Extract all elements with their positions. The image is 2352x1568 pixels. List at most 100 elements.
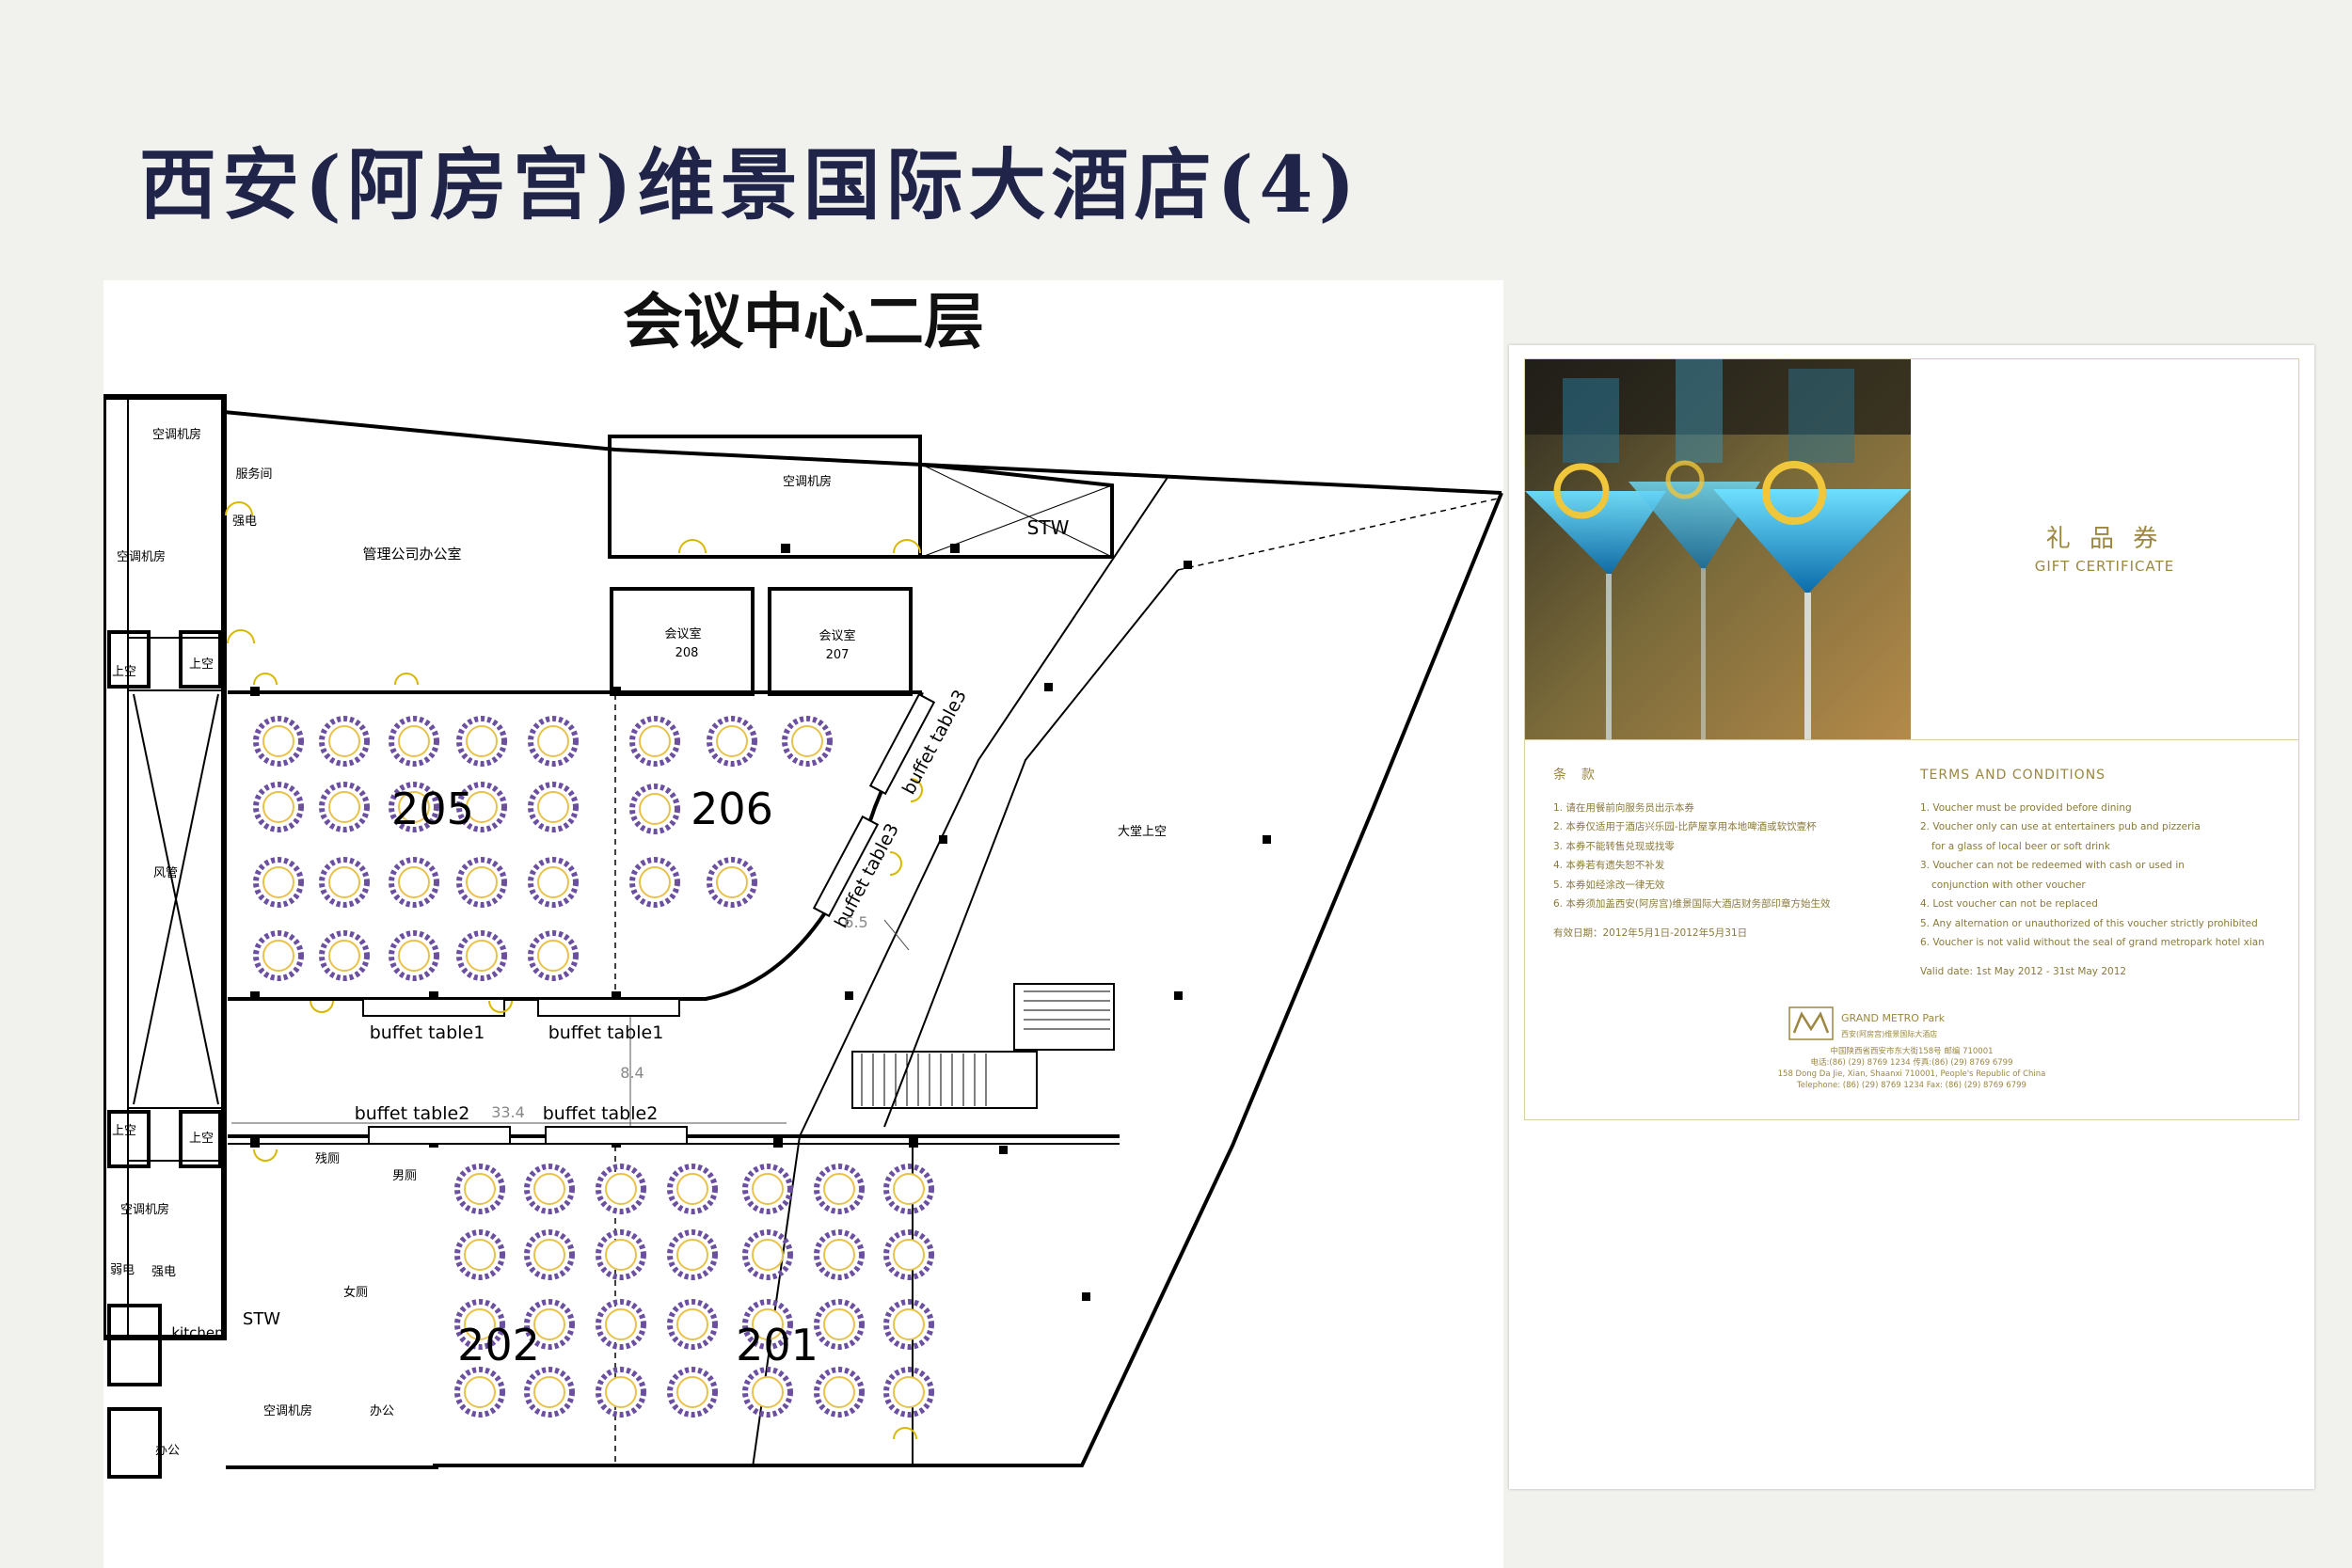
round-table [389,716,439,767]
round-table [319,857,370,908]
contact-line: Telephone: (86) (29) 8769 1234 Fax: (86)… [1797,1081,2026,1090]
valid-date-en: Valid date: 1st May 2012 - 31st May 2012 [1920,965,2127,977]
round-table [253,930,304,981]
ac-room-left: 空调机房 [117,549,166,564]
round-table [454,1367,505,1418]
terms-zh-item: 6. 本券须加盖西安(阿房宫)维景国际大酒店财务部印章方始生效 [1553,898,1831,910]
round-table [814,1164,865,1214]
room-202-label: 202 [457,1320,540,1370]
contact-line: 158 Dong Da Jie, Xian, Shaanxi 710001, P… [1777,1069,2046,1079]
hotel-contact: 中国陕西省西安市东大街158号 邮编 710001 电话:(86) (29) 8… [1525,1046,2298,1091]
meeting-room-208: 会议室 [664,626,701,641]
round-table [667,1229,718,1280]
room-201-label: 201 [736,1320,818,1370]
terms-en-item: 6. Voucher is not valid without the seal… [1920,937,2265,948]
valid-date-zh: 有效日期：2012年5月1日-2012年5月31日 [1553,927,1748,939]
round-table [389,930,439,981]
round-table [629,784,680,834]
round-table [596,1299,646,1350]
room-206-label: 206 [691,784,773,834]
kitchen-label: kitchen [171,1324,223,1341]
round-table [528,716,579,767]
floor-plan-drawing: 空调机房 服务间 强电 空调机房 管理公司办公室 空调机房 STW 会议室 20… [103,394,1503,1479]
round-table [528,930,579,981]
round-table [629,857,680,908]
room-207-number: 207 [826,648,850,662]
office-room-2: 办公 [155,1444,180,1458]
round-table [456,930,507,981]
round-table [667,1367,718,1418]
men-toilet: 男厕 [392,1169,417,1183]
terms-en-item: 5. Any alternation or unauthorized of th… [1920,917,2258,929]
terms-zh-item: 5. 本券如经涂改一律无效 [1553,879,1665,891]
terms-en-item: 4. Lost voucher can not be replaced [1920,898,2098,910]
terms-zh-column: 条 款 1. 请在用餐前向服务员出示本券 2. 本券仅适用于酒店兴乐园-比萨屋享… [1553,766,1930,942]
certificate-divider [1525,739,2298,740]
disabled-toilet: 残厕 [315,1152,340,1166]
buffet-table1-left-label: buffet table1 [370,1022,485,1043]
terms-en-column: TERMS AND CONDITIONS 1. Voucher must be … [1920,766,2287,981]
round-table [524,1229,575,1280]
round-table [389,782,439,832]
round-table [454,1229,505,1280]
round-table [528,857,579,908]
round-table [319,930,370,981]
round-table [596,1164,646,1214]
terms-zh-item: 4. 本券若有遗失恕不补发 [1553,860,1665,871]
round-table [814,1229,865,1280]
round-table [667,1164,718,1214]
buffet-table1-left [362,998,505,1017]
round-table [456,716,507,767]
round-table [524,1367,575,1418]
void-label-1: 上空 [112,665,136,679]
buffet-table2-right-label: buffet table2 [543,1103,659,1124]
buffet-table2-right [545,1126,688,1145]
round-table [742,1229,793,1280]
round-table [742,1164,793,1214]
hotel-brand-name: GRAND METRO Park [1841,1012,1946,1024]
ac-room-top: 空调机房 [783,474,832,489]
room-208-number: 208 [675,646,699,660]
round-table [524,1164,575,1214]
terms-zh-item: 3. 本券不能转售兑现或找零 [1553,840,1675,852]
ac-room-bottom: 空调机房 [263,1403,312,1418]
round-table [782,716,833,767]
buffet-table3-lower [812,815,880,918]
terms-en-item: 1. Voucher must be provided before dinin… [1920,801,2132,814]
page-title: 西安(阿房宫)维景国际大酒店(4) [139,140,1361,230]
office-room-1: 办公 [370,1404,394,1418]
stw-top: STW [1027,516,1070,539]
duct-label: 风管 [153,866,178,880]
round-table [883,1164,934,1214]
round-table [524,1299,575,1350]
round-table [596,1229,646,1280]
floor-plan-title: 会议中心二层 [623,288,984,357]
ac-room-top-left: 空调机房 [152,427,201,442]
terms-en-item: for a glass of local beer or soft drink [1931,840,2110,852]
contact-line: 中国陕西省西安市东大街158号 邮编 710001 [1830,1047,1994,1056]
certificate-title-zh: 礼 品 券 [2045,525,2164,553]
terms-en-item: 2. Voucher only can use at entertainers … [1920,821,2201,832]
women-toilet: 女厕 [343,1285,368,1300]
terms-en-heading: TERMS AND CONDITIONS [1920,768,2106,783]
buffet-table1-right [537,998,680,1017]
round-table [814,1367,865,1418]
round-table [389,857,439,908]
round-table [707,857,757,908]
void-label-4: 上空 [189,1132,214,1146]
room-205-label: 205 [391,784,474,834]
lobby-void: 大堂上空 [1118,825,1167,839]
void-label-2: 上空 [189,657,214,672]
round-table [319,782,370,832]
dimension-33-4: 33.4 [491,1103,525,1121]
admin-office: 管理公司办公室 [362,546,461,562]
round-table [707,716,757,767]
round-table [883,1229,934,1280]
round-table [319,716,370,767]
buffet-table2-left [368,1126,511,1145]
terms-en-item: conjunction with other voucher [1931,879,2086,891]
service-room: 服务间 [235,467,272,482]
round-table [596,1367,646,1418]
cocktail-photo [1525,359,1911,739]
ac-room-left-lower: 空调机房 [120,1202,169,1217]
